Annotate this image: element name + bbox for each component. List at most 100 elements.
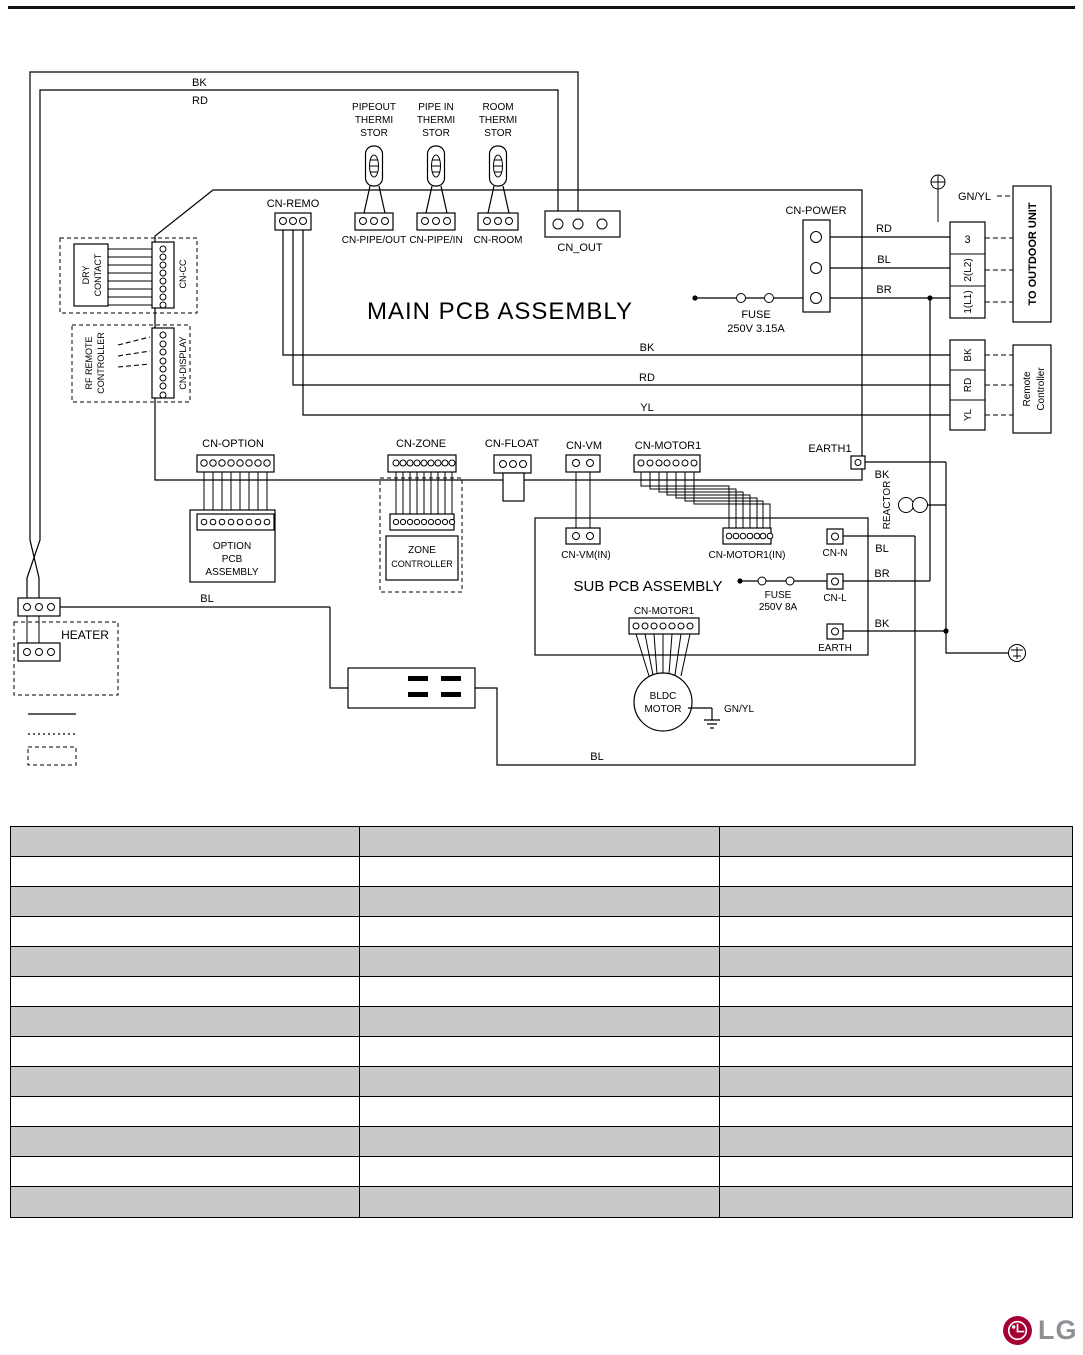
motor-earth-symbol: GN/YL (688, 704, 754, 729)
cn-option-connector: CN-OPTION (196, 438, 275, 514)
lg-logo-text: LG (1038, 1315, 1078, 1345)
label-bldc: BLDC (650, 691, 677, 702)
table-row (11, 1037, 1072, 1067)
cn-out-connector: CN_OUT (544, 210, 621, 254)
table-cell (11, 1127, 361, 1156)
table-row (11, 947, 1072, 977)
label-terminal-2l2: 2(L2) (963, 258, 974, 281)
heater-block: HEATER (13, 597, 119, 696)
table-row (11, 1157, 1072, 1187)
label-wire-bk-remo: BK (640, 342, 655, 354)
table-cell (720, 977, 1072, 1006)
wiring-diagram: BK RD MAIN PCB ASSEMBLY PIPEOUT THERMI S… (13, 71, 1052, 766)
table-cell (720, 1187, 1072, 1217)
table-row (11, 827, 1072, 857)
label-earth1: EARTH1 (808, 443, 851, 455)
table-cell (720, 1007, 1072, 1036)
page-top-rule (8, 6, 1075, 9)
label-cn-zone: CN-ZONE (396, 438, 446, 450)
label-rf-remote-2: CONTROLLER (96, 332, 106, 394)
label-bl-heater: BL (200, 593, 213, 605)
table-cell (360, 1067, 720, 1096)
label-option-pcb-2: PCB (222, 554, 243, 565)
label-fuse-main-2: 250V 3.15A (727, 323, 785, 335)
label-cn-out: CN_OUT (557, 242, 603, 254)
label-remote-bk: BK (963, 348, 974, 362)
top-supply-wires: BK RD (26, 71, 579, 598)
label-to-outdoor-unit: TO OUTDOOR UNIT (1027, 202, 1039, 305)
label-remote-yl: YL (963, 408, 974, 421)
label-bk-earth: BK (875, 618, 890, 630)
label-zone-1: ZONE (408, 545, 436, 556)
label-rf-remote-1: RF REMOTE (84, 337, 94, 390)
label-cn-remo: CN-REMO (267, 198, 320, 210)
label-cn-power: CN-POWER (785, 205, 846, 217)
table-cell (720, 1157, 1072, 1186)
label-contact: CONTACT (93, 253, 103, 296)
label-remote-controller-1: Remote (1022, 371, 1033, 406)
remote-wires: BK RD YL (282, 230, 950, 416)
label-pipein-2: THERMI (417, 115, 455, 126)
label-cn-pipe-in: CN-PIPE/IN (409, 235, 462, 246)
cn-vm-connector: CN-VM (565, 440, 602, 528)
label-cn-pipe-out: CN-PIPE/OUT (342, 235, 406, 246)
label-pipeout-3: STOR (360, 128, 388, 139)
label-bk-earth1: BK (875, 469, 890, 481)
reactor: REACTOR (882, 481, 946, 529)
label-top-bk: BK (192, 77, 207, 89)
cn-zone-connector: CN-ZONE (387, 438, 457, 514)
cn-remo-connector: CN-REMO (267, 198, 320, 231)
sub-pcb-title: SUB PCB ASSEMBLY (574, 578, 723, 595)
table-row (11, 1127, 1072, 1157)
label-remote-controller-2: Controller (1036, 367, 1047, 411)
right-bus-wires: BL (475, 295, 1026, 766)
table-row (11, 917, 1072, 947)
label-cn-vm: CN-VM (566, 440, 602, 452)
table-cell (11, 1067, 361, 1096)
label-motor: MOTOR (644, 704, 681, 715)
label-fuse-sub-1: FUSE (765, 590, 792, 601)
label-zone-2: CONTROLLER (391, 559, 453, 569)
zone-controller-block: ZONE CONTROLLER (379, 477, 463, 593)
earth1-terminal: EARTH1 BK (808, 443, 946, 481)
cn-power-connector: CN-POWER RD BL BR (785, 205, 950, 313)
label-pipeout-1: PIPEOUT (352, 102, 396, 113)
table-cell (360, 947, 720, 976)
table-cell (11, 977, 361, 1006)
table-cell (360, 857, 720, 886)
dry-contact-block: DRY CONTACT CN-CC (59, 237, 198, 314)
main-pcb-title: MAIN PCB ASSEMBLY (367, 298, 633, 325)
table-cell (360, 1037, 720, 1066)
table-row (11, 1187, 1072, 1217)
label-gn-yl-motor: GN/YL (724, 704, 754, 715)
table-cell (11, 827, 361, 856)
table-row (11, 1007, 1072, 1037)
label-cn-vm-in: CN-VM(IN) (561, 550, 610, 561)
label-cn-display: CN-DISPLAY (178, 336, 188, 389)
label-fuse-sub-2: 250V 8A (759, 602, 798, 613)
table-cell (11, 1187, 361, 1217)
table-cell (11, 917, 361, 946)
label-top-rd: RD (192, 95, 208, 107)
label-cn-option: CN-OPTION (202, 438, 264, 450)
label-wire-rd: RD (876, 223, 892, 235)
thermistor-pipein: PIPE IN THERMI STOR CN-PIPE/IN (409, 102, 462, 246)
label-br-cn-l: BR (874, 568, 889, 580)
label-cn-room: CN-ROOM (474, 235, 523, 246)
option-pcb-assembly: OPTION PCB ASSEMBLY (189, 509, 276, 583)
label-terminal-1l1: 1(L1) (963, 290, 974, 313)
label-cn-cc: CN-CC (178, 259, 188, 288)
spec-table (10, 826, 1073, 1218)
table-row (11, 1097, 1072, 1127)
table-cell (11, 1007, 361, 1036)
label-cn-l: CN-L (823, 593, 847, 604)
label-cn-float: CN-FLOAT (485, 438, 539, 450)
table-cell (360, 1157, 720, 1186)
table-row (11, 887, 1072, 917)
main-fuse: FUSE 250V 3.15A (692, 293, 803, 335)
table-cell (360, 887, 720, 916)
label-earth: EARTH (818, 643, 852, 654)
label-wire-rd-remo: RD (639, 372, 655, 384)
remote-terminal-block: BK RD YL (949, 339, 1013, 431)
lg-logo: LG (1002, 1315, 1078, 1346)
